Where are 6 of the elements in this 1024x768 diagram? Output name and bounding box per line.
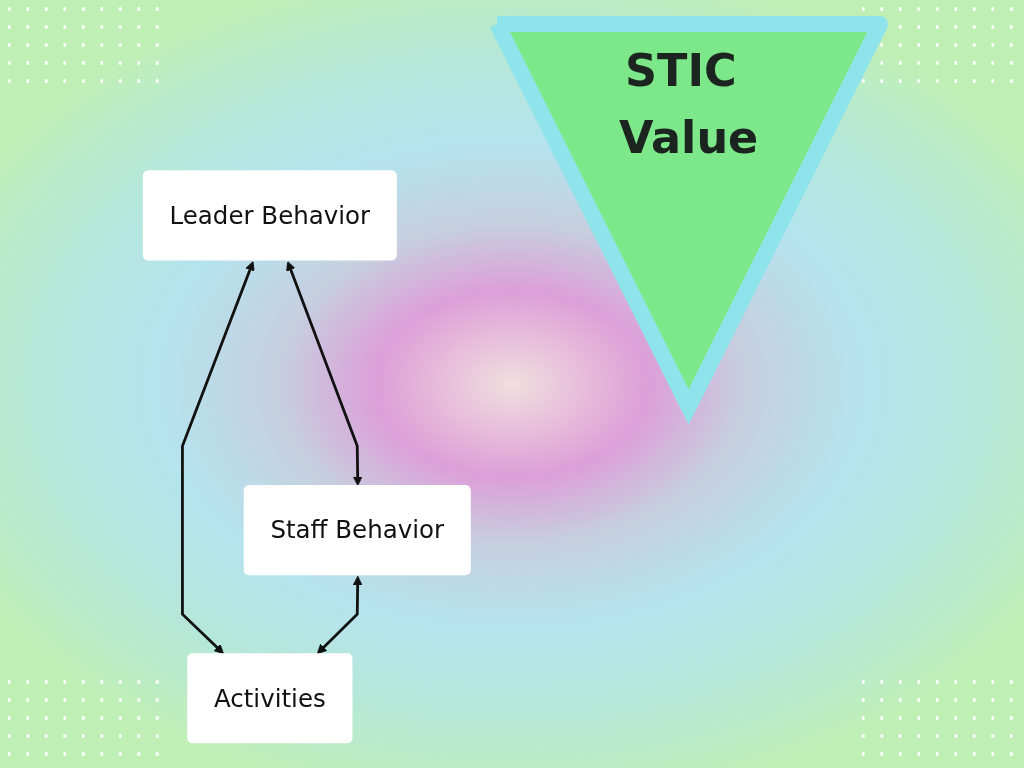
- node-box: Staff Behavior: [244, 485, 472, 576]
- arrow: [181, 261, 256, 655]
- node-box: Activities: [187, 653, 353, 744]
- node-box: Leader Behavior: [143, 170, 398, 261]
- arrow: [317, 576, 364, 655]
- arrow: [286, 261, 364, 487]
